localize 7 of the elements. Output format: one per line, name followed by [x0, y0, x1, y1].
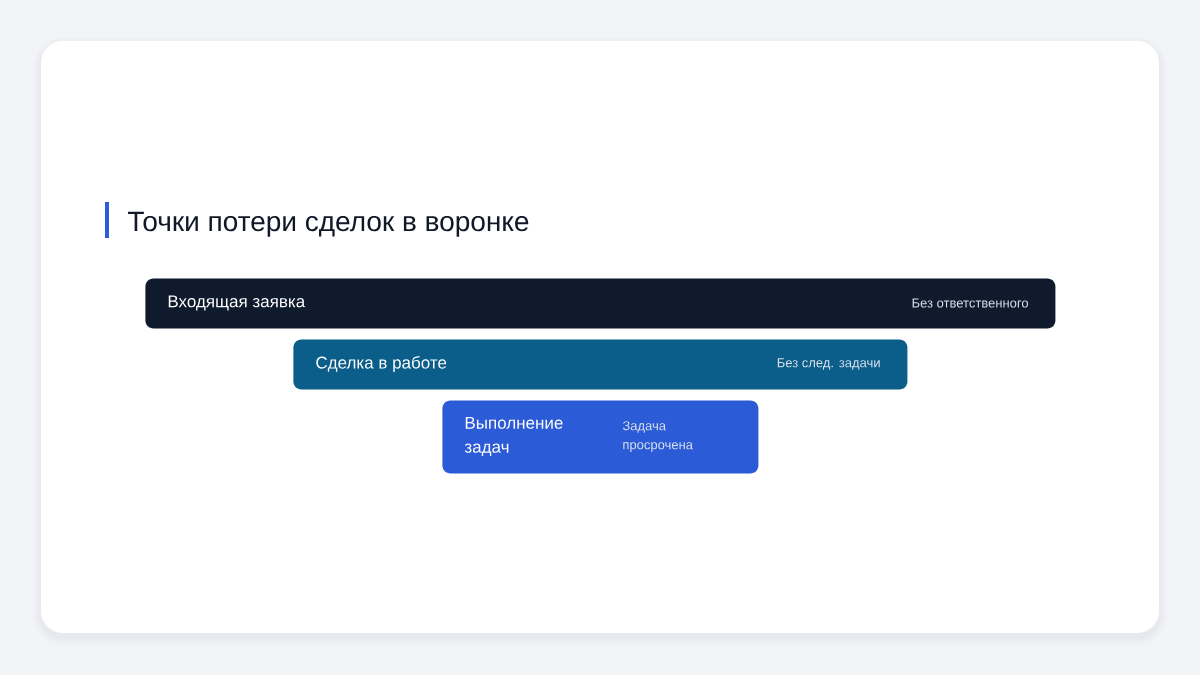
title: Точки потери сделок в воронке: [128, 211, 529, 237]
stage-label: Выполнение задач: [464, 416, 563, 457]
loss-point-label: Без след. задачи: [777, 358, 880, 370]
stage-label: Сделка в работе: [316, 356, 447, 372]
loss-point-label: Без ответственного: [912, 298, 1029, 308]
stage-label: Входящая заявка: [168, 295, 306, 311]
loss-point-label: Задача просрочена: [622, 421, 693, 452]
